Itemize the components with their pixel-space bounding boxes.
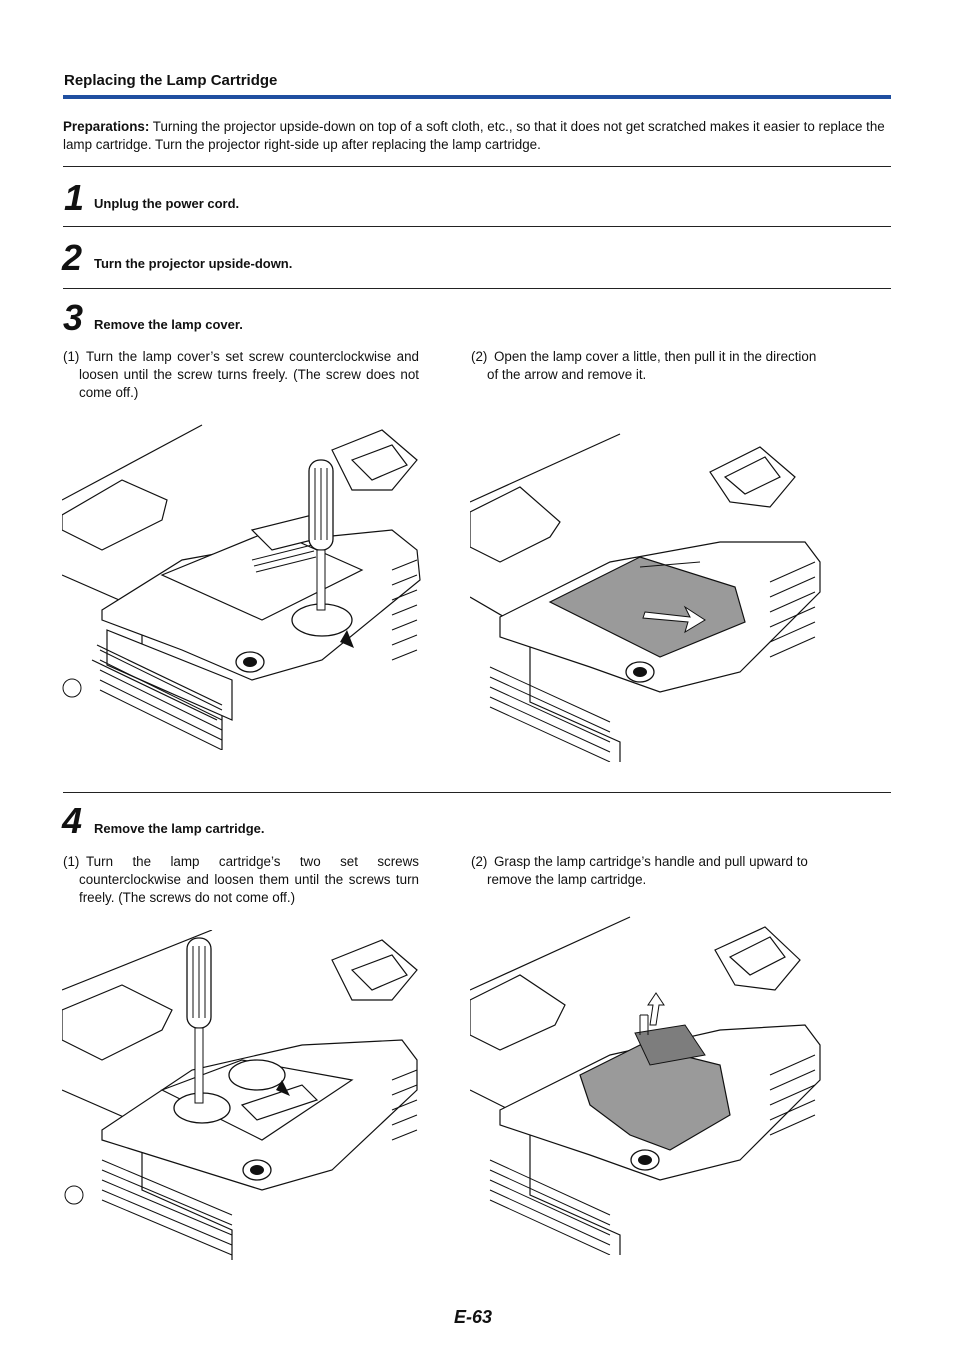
illustration-loosen-cartridge-screws — [62, 930, 418, 1260]
illustration-loosen-cover-screw — [62, 424, 421, 750]
step-number-4: 4 — [62, 800, 83, 841]
substep-number: (2) — [471, 349, 488, 364]
step-text-1: Unplug the power cord. — [94, 196, 240, 211]
page-number: E-63 — [454, 1307, 493, 1327]
divider — [63, 166, 891, 167]
step-number-2: 2 — [62, 237, 83, 278]
substep-number: (1) — [63, 854, 80, 869]
divider — [63, 288, 891, 289]
substep-text: Grasp the lamp cartridge’s handle and pu… — [487, 854, 808, 887]
step-text-4: Remove the lamp cartridge. — [94, 821, 265, 836]
title-rule — [63, 95, 891, 99]
preparations-text: Turning the projector upside-down on top… — [63, 119, 885, 152]
substep-number: (2) — [471, 854, 488, 869]
step-text-2: Turn the projector upside-down. — [94, 256, 293, 271]
preparations-label: Preparations: — [63, 119, 150, 134]
step-number-3: 3 — [63, 297, 84, 338]
step-number-1: 1 — [64, 177, 85, 218]
preparations-paragraph: Preparations: Turning the projector upsi… — [63, 118, 893, 154]
substep-3-2: (2) Open the lamp cover a little, then p… — [471, 348, 831, 384]
illustration-remove-cover — [470, 433, 821, 762]
divider — [63, 792, 891, 793]
substep-text: Turn the lamp cartridge’s two set screws… — [79, 854, 419, 905]
substep-3-1: (1) Turn the lamp cover’s set screw coun… — [63, 348, 419, 402]
substep-number: (1) — [63, 349, 80, 364]
section-title: Replacing the Lamp Cartridge — [64, 72, 278, 89]
substep-4-2: (2) Grasp the lamp cartridge’s handle an… — [471, 853, 831, 889]
illustration-pull-cartridge — [470, 916, 821, 1255]
step-text-3: Remove the lamp cover. — [94, 317, 243, 332]
substep-text: Turn the lamp cover’s set screw counterc… — [79, 349, 419, 400]
substep-text: Open the lamp cover a little, then pull … — [487, 349, 817, 382]
divider — [63, 226, 891, 227]
substep-4-1: (1) Turn the lamp cartridge’s two set sc… — [63, 853, 419, 907]
